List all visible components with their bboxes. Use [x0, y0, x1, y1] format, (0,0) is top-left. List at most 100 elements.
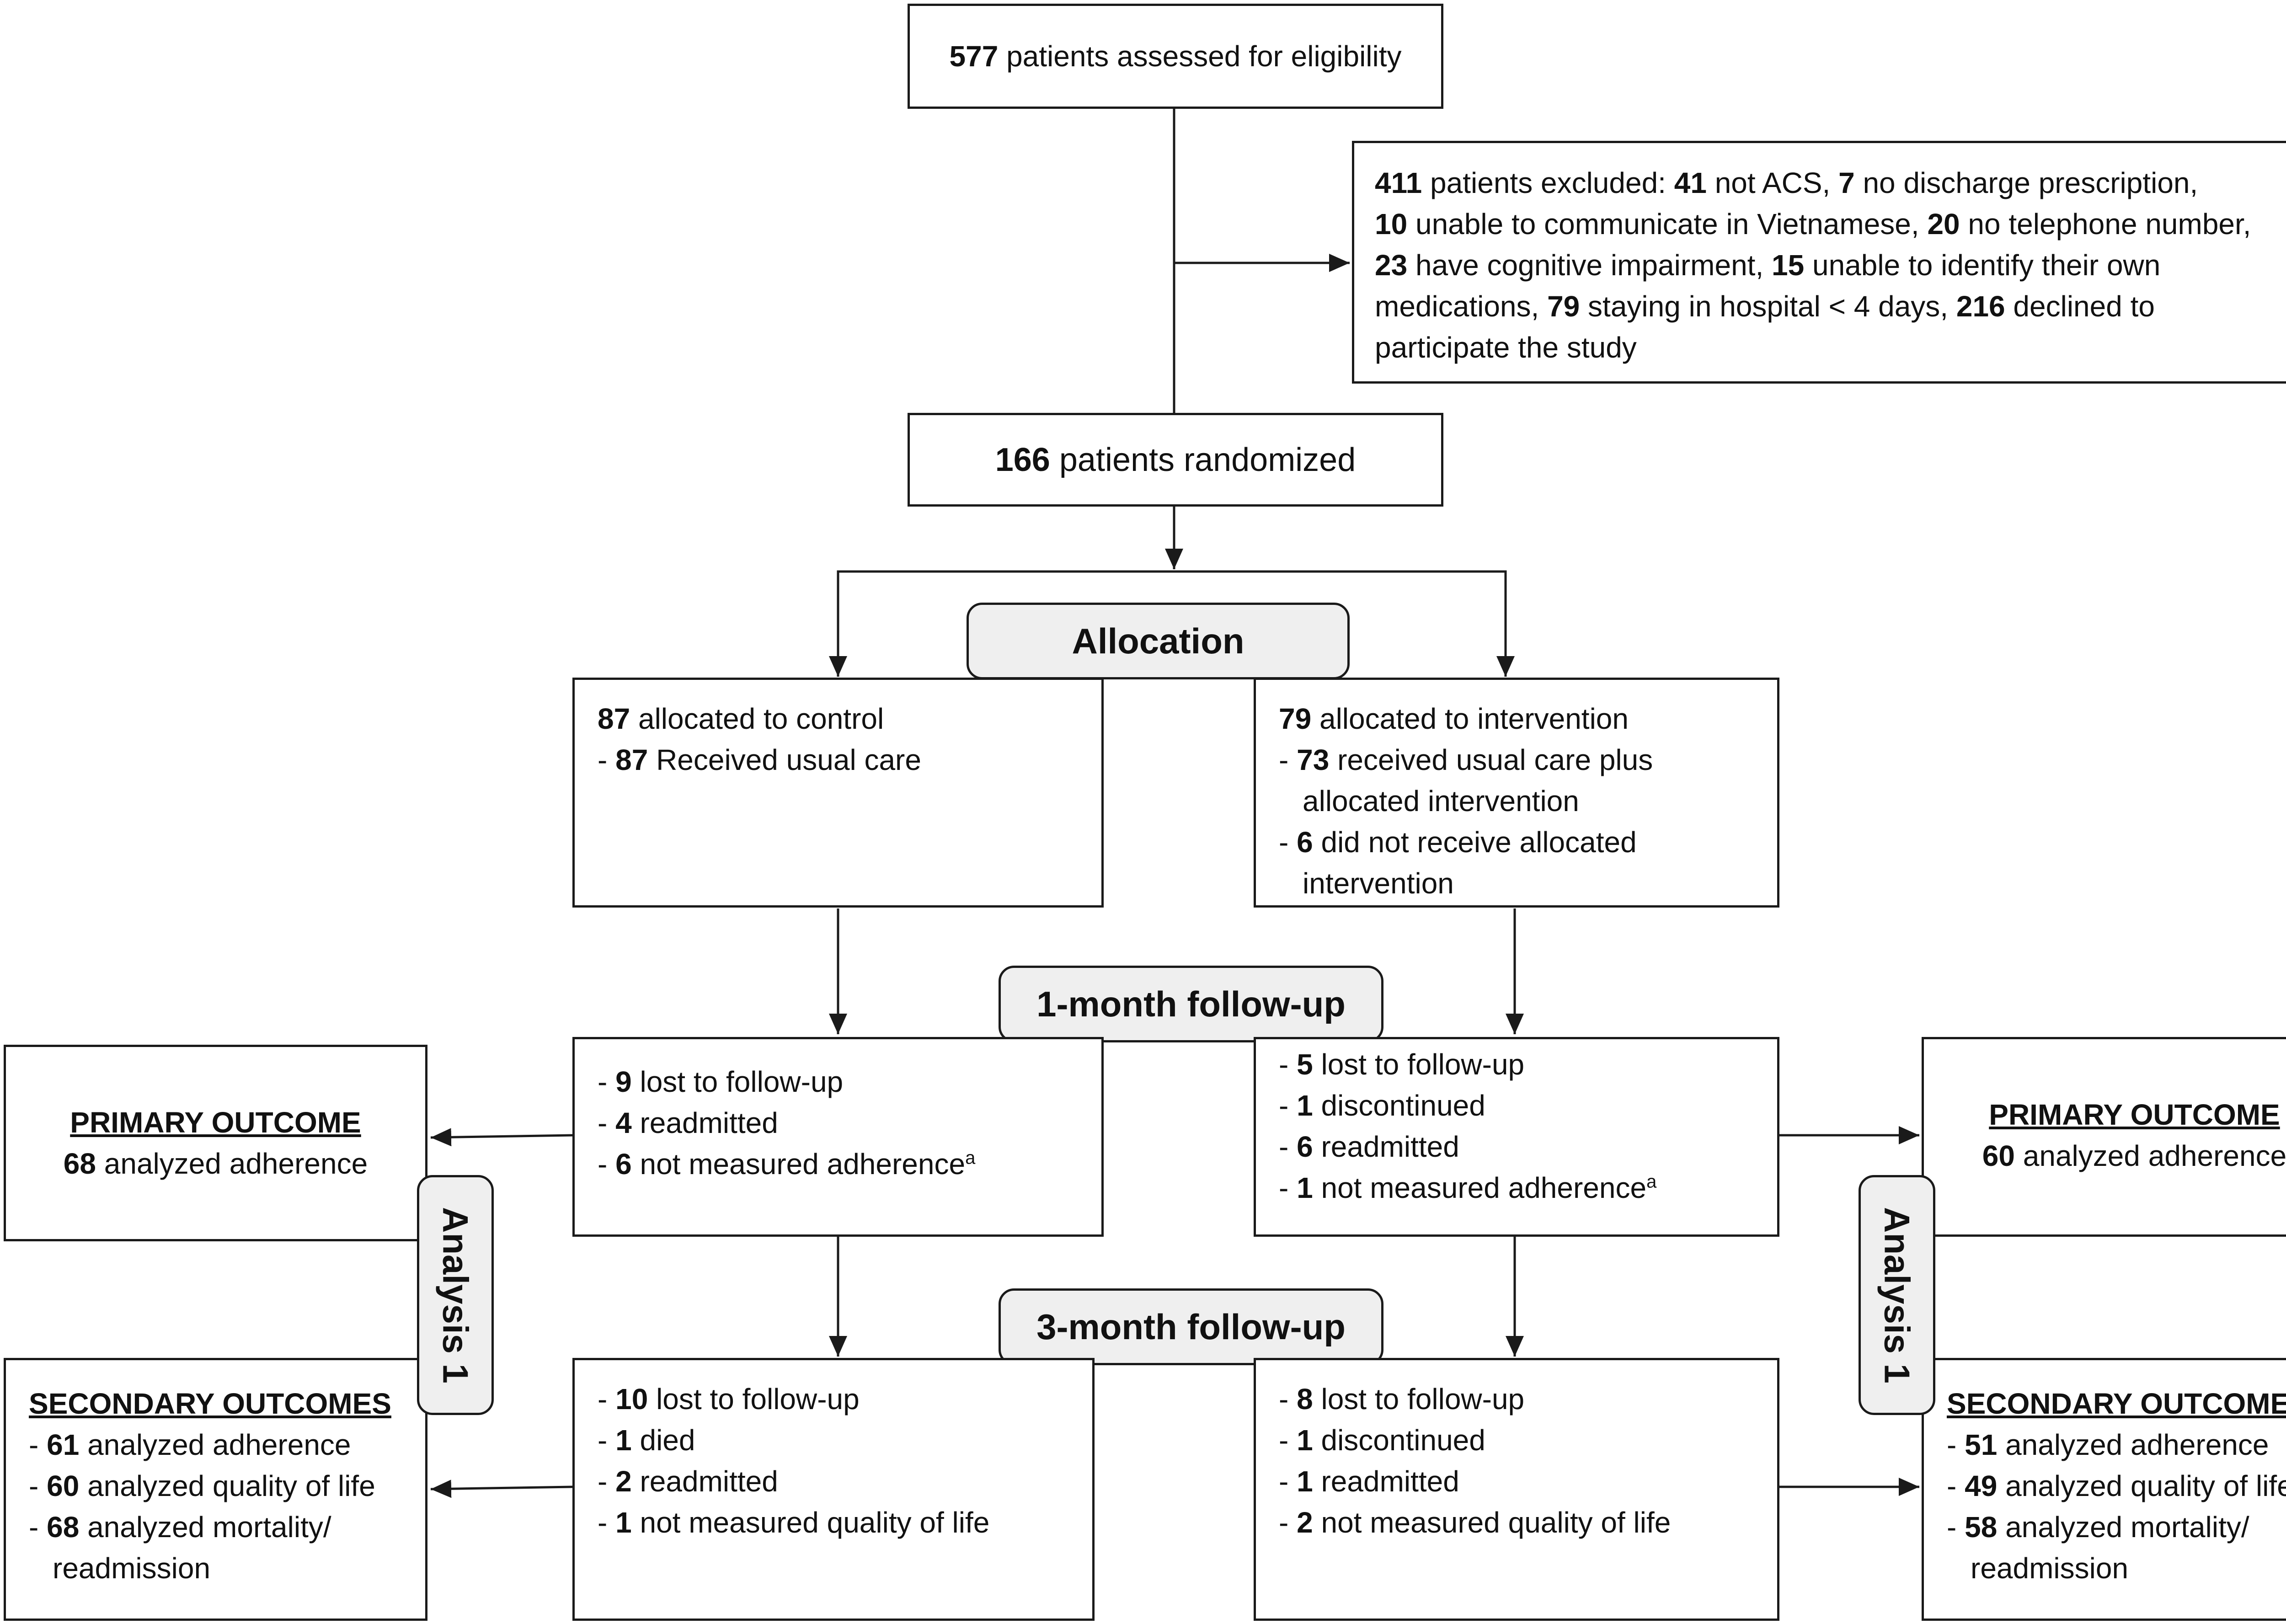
list-count: 73 — [1297, 743, 1330, 776]
list-text: readmitted — [640, 1465, 778, 1498]
list-text: lost to follow-up — [640, 1065, 844, 1098]
intervention-1month-box: - 5 lost to follow-up - 1 discontinued -… — [1254, 1037, 1779, 1237]
assessed-count: 577 — [949, 40, 999, 73]
list-text: lost to follow-up — [1321, 1383, 1525, 1416]
excluded-box: 411 patients excluded: 41 not ACS, 7 no … — [1352, 141, 2286, 384]
excluded-n: 15 — [1772, 249, 1805, 282]
footnote-marker: a — [1646, 1171, 1657, 1192]
excluded-text: patients excluded: — [1430, 166, 1666, 199]
list-count: 61 — [47, 1428, 80, 1461]
assessed-text: patients assessed for eligibility — [1006, 40, 1402, 73]
list-count: 51 — [1965, 1428, 1998, 1461]
excluded-reason: staying in hospital < 4 days, — [1588, 290, 1949, 323]
excluded-reason: no telephone number, — [1968, 208, 2251, 240]
list-count: 68 — [47, 1511, 80, 1544]
list-text: analyzed mortality/ — [87, 1511, 331, 1544]
secondary-outcomes-right-box: SECONDARY OUTCOMES - 51 analyzed adheren… — [1922, 1358, 2286, 1621]
followup-3month-label: 3-month follow-up — [999, 1288, 1383, 1365]
list-text: discontinued — [1321, 1424, 1485, 1457]
list-text: readmitted — [1321, 1130, 1459, 1163]
list-text: not measured quality of life — [1321, 1506, 1671, 1539]
allocation-label: Allocation — [967, 603, 1350, 679]
list-count: 10 — [615, 1383, 648, 1416]
intervention-text: allocated to intervention — [1319, 702, 1629, 735]
arrow-to-primary-left — [430, 1128, 573, 1147]
excluded-n: 41 — [1674, 166, 1707, 199]
list-text: analyzed adherence — [2005, 1428, 2269, 1461]
list-text: analyzed quality of life — [2005, 1469, 2286, 1502]
excluded-reason: have cognitive impairment, — [1415, 249, 1764, 282]
intervention-allocation-box: 79 allocated to intervention - 73 receiv… — [1254, 678, 1779, 908]
list-text: not measured adherence — [640, 1148, 966, 1181]
primary-outcome-left-box: PRIMARY OUTCOME 68 analyzed adherence — [4, 1045, 427, 1241]
list-count: 1 — [1297, 1424, 1313, 1457]
list-count: 1 — [1297, 1089, 1313, 1122]
list-count: 5 — [1297, 1048, 1313, 1081]
secondary-outcomes-left-box: SECONDARY OUTCOMES - 61 analyzed adheren… — [4, 1358, 427, 1621]
intervention-count: 79 — [1279, 702, 1312, 735]
excluded-reason: participate the study — [1375, 331, 1637, 364]
excluded-reason: unable to communicate in Vietnamese, — [1415, 208, 1919, 240]
list-count: 2 — [1297, 1506, 1313, 1539]
excluded-reason: medications, — [1375, 290, 1539, 323]
list-count: 8 — [1297, 1383, 1313, 1416]
list-text: analyzed adherence — [104, 1147, 368, 1180]
list-text: Received usual care — [656, 743, 921, 776]
primary-outcome-title: PRIMARY OUTCOME — [70, 1106, 361, 1139]
list-text: analyzed quality of life — [87, 1469, 375, 1502]
list-count: 4 — [615, 1106, 632, 1139]
excluded-reason: no discharge prescription, — [1863, 166, 2198, 199]
excluded-reason: declined to — [2013, 290, 2155, 323]
followup-1month-label: 1-month follow-up — [999, 966, 1383, 1042]
list-text: analyzed adherence — [87, 1428, 351, 1461]
list-text-cont: readmission — [1971, 1552, 2129, 1585]
excluded-reason: not ACS, — [1714, 166, 1831, 199]
analysis-left-text: Analysis 1 — [435, 1207, 476, 1384]
split-connector — [837, 570, 1507, 672]
list-count: 1 — [615, 1506, 632, 1539]
excluded-count: 411 — [1375, 166, 1422, 199]
list-text: analyzed adherence — [2023, 1139, 2286, 1172]
list-text: readmitted — [1321, 1465, 1459, 1498]
list-count: 1 — [1297, 1465, 1313, 1498]
list-count: 68 — [63, 1147, 96, 1180]
list-text-cont: intervention — [1303, 867, 1454, 900]
primary-outcome-title: PRIMARY OUTCOME — [1989, 1098, 2280, 1131]
control-allocation-box: 87 allocated to control - 87 Received us… — [572, 678, 1104, 908]
secondary-outcomes-title: SECONDARY OUTCOMES — [29, 1387, 391, 1420]
control-count: 87 — [598, 702, 630, 735]
list-text: lost to follow-up — [656, 1383, 860, 1416]
secondary-outcomes-title: SECONDARY OUTCOMES — [1947, 1387, 2286, 1420]
list-text-cont: readmission — [53, 1552, 211, 1585]
randomized-count: 166 — [995, 441, 1050, 478]
list-text: discontinued — [1321, 1089, 1485, 1122]
excluded-n: 20 — [1927, 208, 1960, 240]
arrow-to-secondary-left — [430, 1480, 573, 1498]
control-text: allocated to control — [638, 702, 884, 735]
excluded-n: 79 — [1547, 290, 1580, 323]
list-count: 6 — [1297, 1130, 1313, 1163]
list-text: lost to follow-up — [1321, 1048, 1525, 1081]
list-count: 58 — [1965, 1511, 1998, 1544]
control-1month-box: - 9 lost to follow-up - 4 readmitted - 6… — [572, 1037, 1104, 1237]
list-text: readmitted — [640, 1106, 778, 1139]
assessed-box: 577 patients assessed for eligibility — [908, 4, 1443, 109]
list-count: 87 — [615, 743, 648, 776]
list-text: received usual care plus — [1337, 743, 1653, 776]
list-count: 6 — [615, 1148, 632, 1181]
list-text: not measured quality of life — [640, 1506, 990, 1539]
analysis-right-text: Analysis 1 — [1877, 1207, 1917, 1384]
footnote-marker: a — [965, 1148, 976, 1168]
list-text: did not receive allocated — [1321, 826, 1637, 859]
list-text: analyzed mortality/ — [2005, 1511, 2249, 1544]
list-count: 9 — [615, 1065, 632, 1098]
analysis-left-label: Analysis 1 — [417, 1175, 494, 1415]
list-count: 2 — [615, 1465, 632, 1498]
intervention-3month-box: - 8 lost to follow-up - 1 discontinued -… — [1254, 1358, 1779, 1621]
excluded-n: 216 — [1956, 290, 2005, 323]
primary-outcome-right-box: PRIMARY OUTCOME 60 analyzed adherence — [1922, 1037, 2286, 1237]
randomized-box: 166 patients randomized — [908, 413, 1443, 507]
list-text: died — [640, 1424, 695, 1457]
list-count: 49 — [1965, 1469, 1998, 1502]
